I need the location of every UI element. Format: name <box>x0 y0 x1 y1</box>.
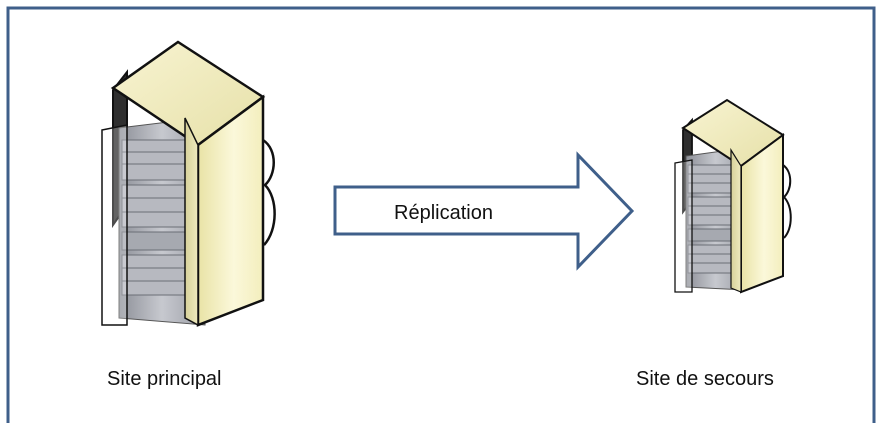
backup-server-cabinet-icon <box>674 98 792 294</box>
backup-site-label: Site de secours <box>636 368 774 390</box>
diagram-frame <box>6 6 876 423</box>
primary-server-cabinet-icon <box>101 40 276 327</box>
replication-arrow-icon <box>333 151 635 271</box>
primary-site-label: Site principal <box>107 368 222 390</box>
replication-label: Réplication <box>394 202 493 224</box>
